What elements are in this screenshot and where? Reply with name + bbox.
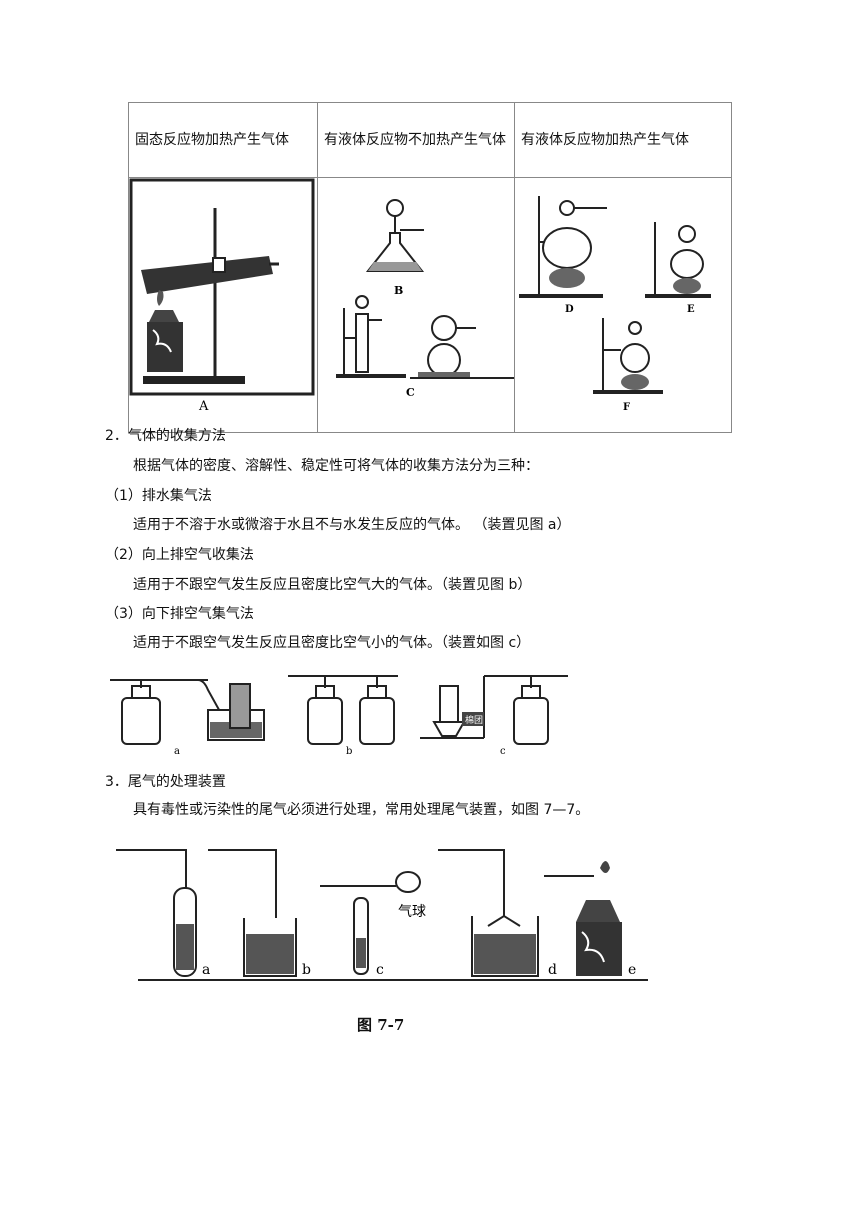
- header-solid-heating: 固态反应物加热产生气体: [128, 102, 318, 178]
- tail-label-a: a: [202, 962, 210, 978]
- balloon-label: 气球: [398, 904, 426, 920]
- apparatus-bc-figure: B C: [336, 199, 514, 399]
- collection-methods-figure: a b 棉团 c: [110, 675, 568, 757]
- section3-desc: 具有毒性或污染性的尾气必须进行处理，常用处理尾气装置，如图 7—7。: [133, 802, 590, 818]
- section3-title: 3．尾气的处理装置: [105, 774, 226, 790]
- tail-label-c: c: [376, 962, 384, 978]
- method2-title: （2）向上排空气收集法: [105, 547, 254, 563]
- header-liquid-heating: 有液体反应物加热产生气体: [514, 102, 732, 178]
- label-c: C: [406, 386, 415, 399]
- figure-caption: 图 7-7: [357, 1016, 405, 1034]
- label-a: A: [198, 399, 209, 414]
- label-e: E: [687, 304, 695, 315]
- method1-desc: 适用于不溶于水或微溶于水且不与水发生反应的气体。 （装置见图 a）: [133, 517, 571, 533]
- gas-generation-table: 固态反应物加热产生气体 有液体反应物不加热产生气体 有液体反应物加热产生气体: [128, 102, 732, 433]
- apparatus-a-figure: A: [129, 178, 315, 414]
- label-b: B: [394, 284, 403, 297]
- label-d: D: [565, 304, 574, 315]
- tail-label-d: d: [548, 962, 557, 978]
- cotton-label: 棉团: [465, 714, 483, 726]
- method2-desc: 适用于不跟空气发生反应且密度比空气大的气体。（装置见图 b）: [133, 577, 532, 593]
- method1-title: （1）排水集气法: [105, 488, 212, 504]
- apparatus-a-cell: A: [128, 177, 318, 433]
- section2-title: 2．气体的收集方法: [105, 428, 226, 444]
- tail-label-b: b: [302, 962, 311, 978]
- header-liquid-no-heating: 有液体反应物不加热产生气体: [317, 102, 515, 178]
- tail-label-e: e: [628, 962, 636, 978]
- collect-label-a: a: [174, 746, 180, 757]
- apparatus-bc-cell: B C: [317, 177, 515, 433]
- tail-gas-figure: a b 气球 c d e: [116, 849, 648, 981]
- section2-intro: 根据气体的密度、溶解性、稳定性可将气体的收集方法分为三种：: [133, 458, 539, 474]
- method3-desc: 适用于不跟空气发生反应且密度比空气小的气体。（装置如图 c）: [133, 635, 531, 651]
- apparatus-def-cell: D E F: [514, 177, 732, 433]
- label-f: F: [623, 402, 630, 413]
- collect-label-b: b: [346, 746, 352, 757]
- method3-title: （3）向下排空气集气法: [105, 606, 254, 622]
- apparatus-def-figure: D E F: [519, 196, 711, 413]
- collect-label-c: c: [500, 746, 506, 757]
